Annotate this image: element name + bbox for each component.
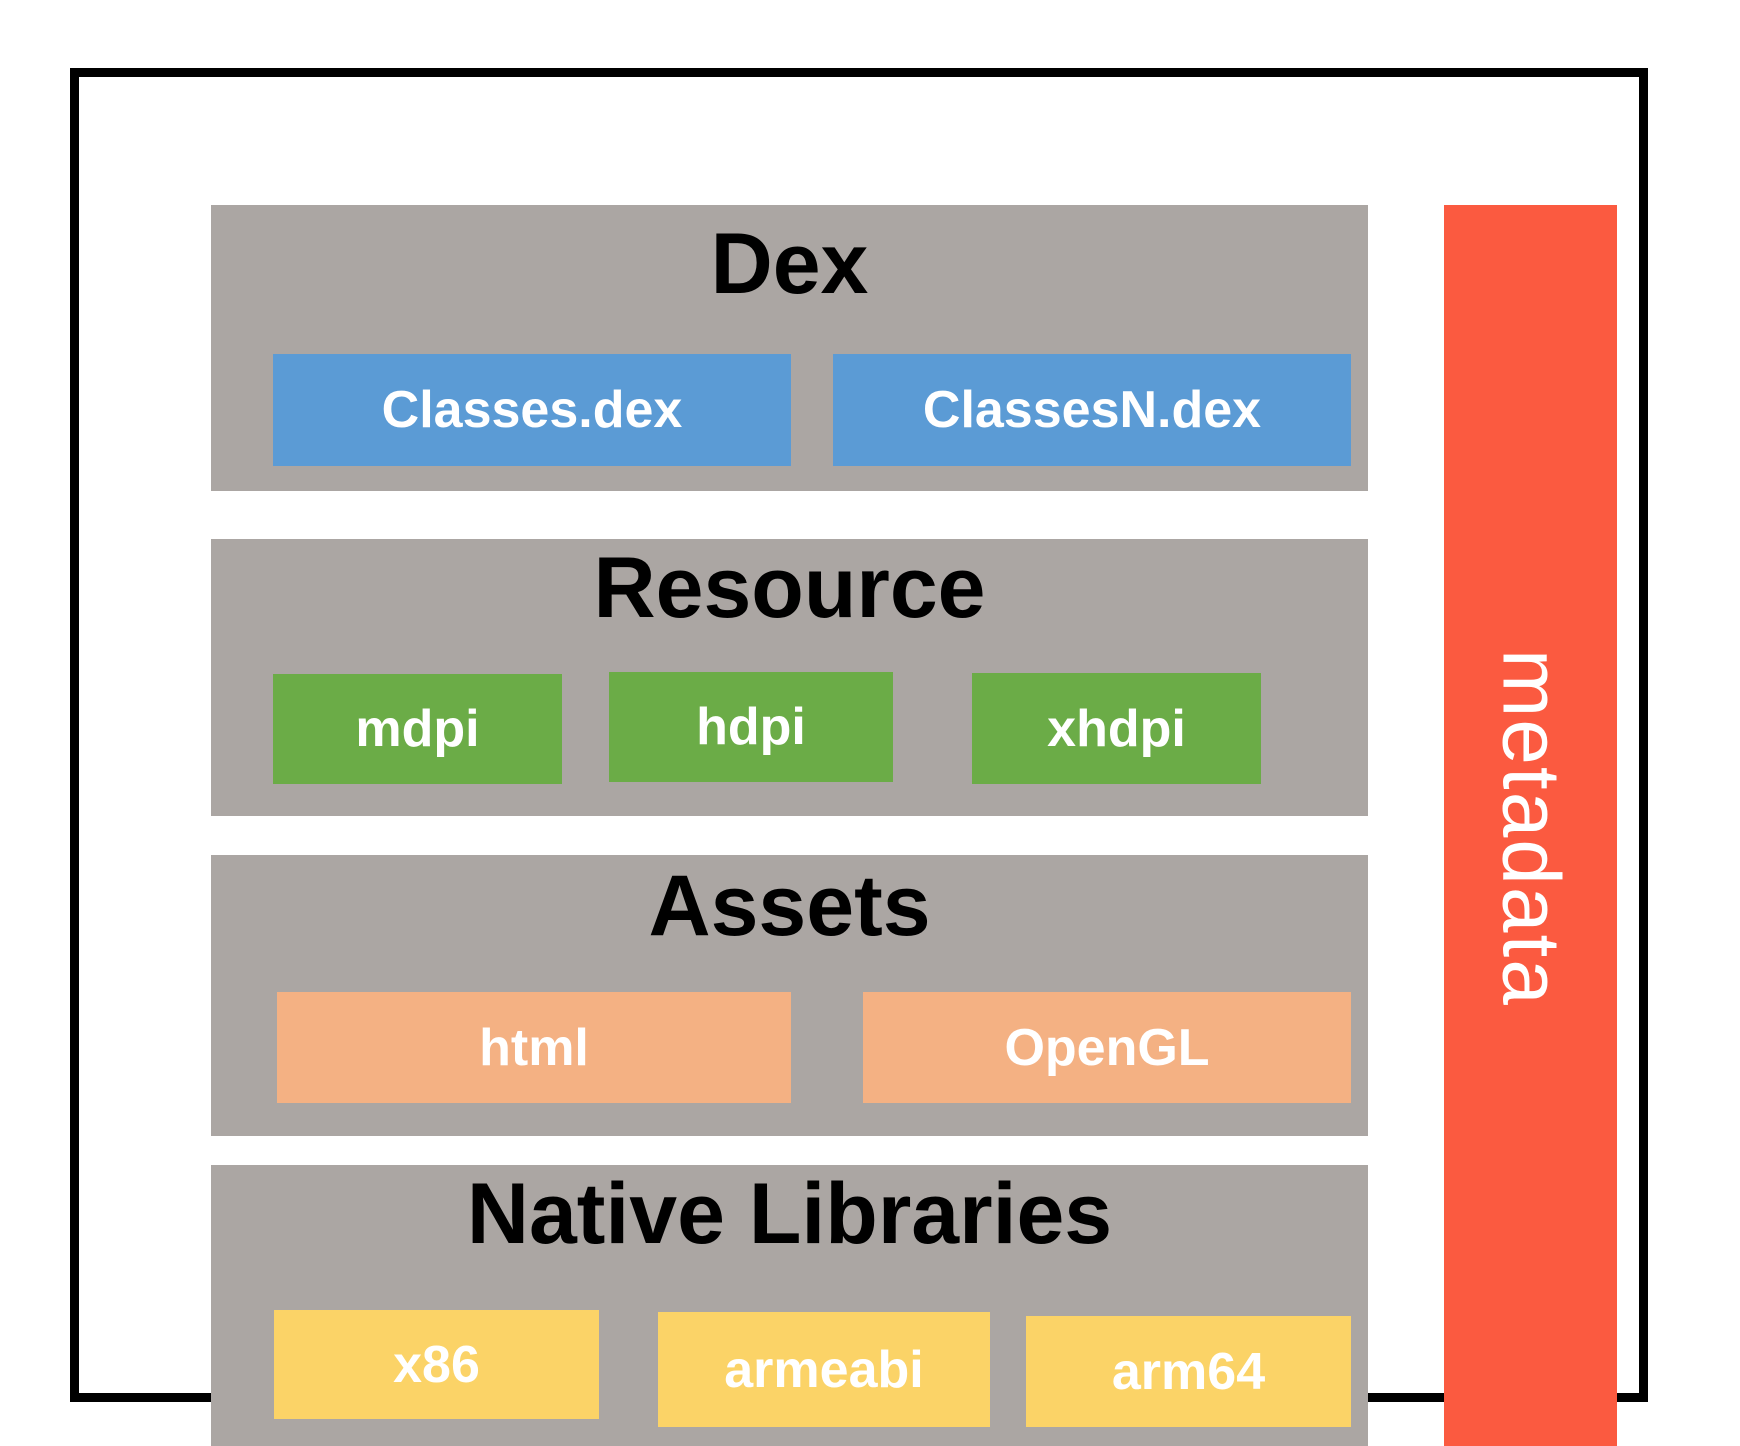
section-assets-title: Assets [648, 858, 931, 954]
item-classes-dex: Classes.dex [273, 354, 791, 466]
section-native-libraries-title: Native Libraries [466, 1166, 1113, 1262]
item-classesn-dex-label: ClassesN.dex [922, 381, 1262, 439]
section-native-libraries: Native Libraries x86 armeabi arm64 [211, 1165, 1368, 1446]
metadata-sidebar-label: metadata [1485, 648, 1577, 1007]
section-dex-title: Dex [710, 216, 869, 312]
item-classesn-dex: ClassesN.dex [833, 354, 1351, 466]
item-x86: x86 [274, 1310, 599, 1419]
item-classes-dex-label: Classes.dex [381, 381, 683, 439]
item-x86-label: x86 [393, 1335, 480, 1394]
item-arm64-label: arm64 [1111, 1342, 1266, 1401]
item-xhdpi: xhdpi [972, 673, 1261, 784]
item-hdpi-label: hdpi [696, 698, 806, 756]
item-armeabi: armeabi [658, 1312, 990, 1427]
section-assets: Assets html OpenGL [211, 855, 1368, 1136]
section-resource-title: Resource [593, 540, 986, 636]
item-mdpi-label: mdpi [355, 700, 480, 758]
item-mdpi: mdpi [273, 674, 562, 784]
item-opengl: OpenGL [863, 992, 1351, 1103]
section-resource: Resource mdpi hdpi xhdpi [211, 539, 1368, 816]
item-xhdpi-label: xhdpi [1047, 699, 1186, 758]
metadata-sidebar: metadata [1444, 205, 1617, 1446]
item-armeabi-label: armeabi [724, 1340, 924, 1399]
section-dex: Dex Classes.dex ClassesN.dex [211, 205, 1368, 491]
item-opengl-label: OpenGL [1004, 1018, 1210, 1077]
item-html-label: html [479, 1018, 589, 1077]
item-html: html [277, 992, 791, 1103]
item-hdpi: hdpi [609, 672, 893, 782]
item-arm64: arm64 [1026, 1316, 1351, 1427]
diagram-outer-frame: Dex Classes.dex ClassesN.dex Resource md… [70, 68, 1648, 1446]
